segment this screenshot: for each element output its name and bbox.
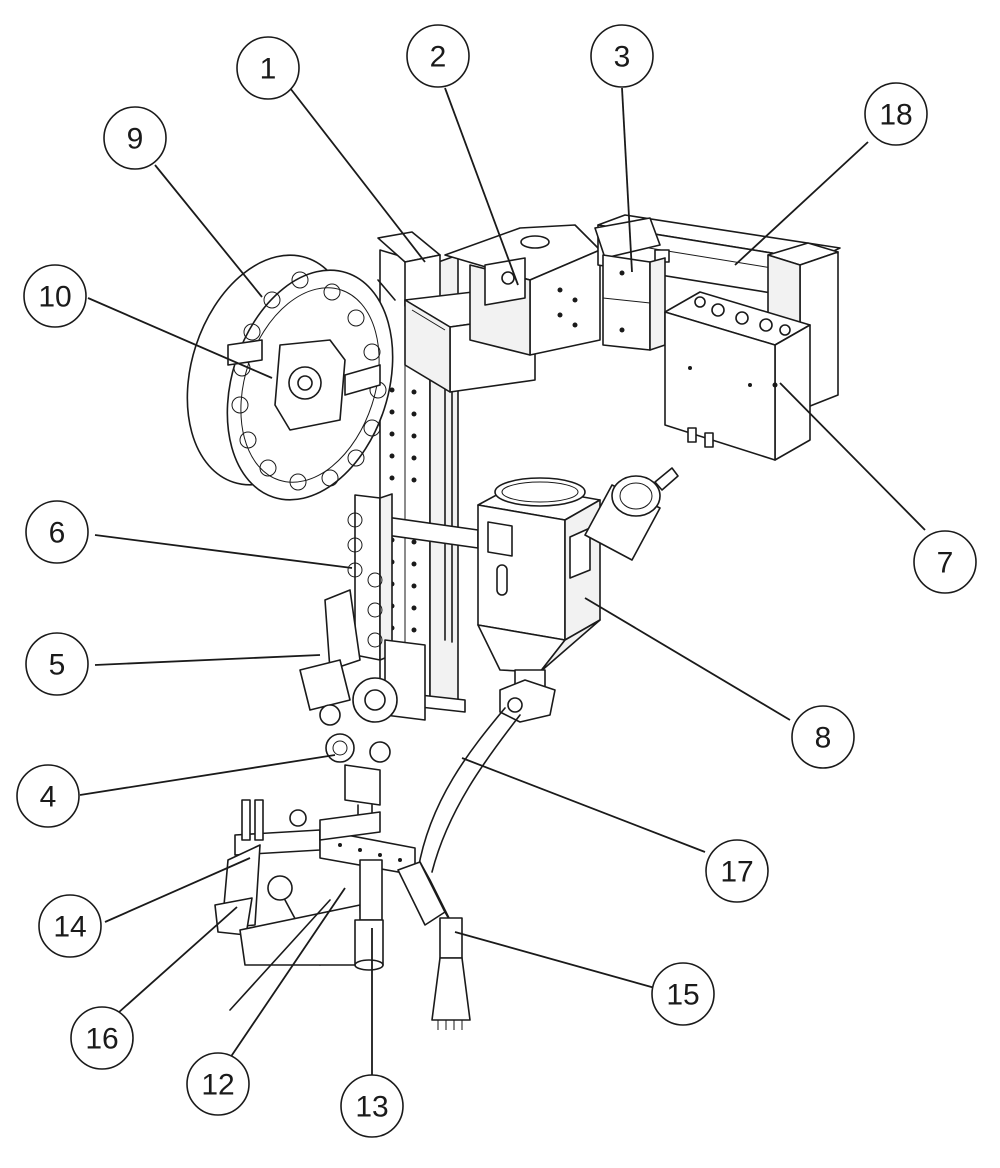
callout-9-label: 9 <box>127 123 144 156</box>
leader-1 <box>289 87 426 263</box>
leader-6 <box>94 534 353 569</box>
leader-15 <box>454 931 656 989</box>
callout-4-label: 4 <box>40 781 57 814</box>
hopper <box>477 477 601 689</box>
leader-16 <box>117 906 238 1014</box>
callout-15-label: 15 <box>666 979 699 1012</box>
control-box <box>664 291 811 461</box>
torch-body <box>354 859 384 971</box>
callout-17: 17 <box>705 839 769 903</box>
leader-10 <box>87 297 273 379</box>
powder-hose <box>417 707 521 873</box>
callout-8-label: 8 <box>815 722 832 755</box>
side-guide-shield <box>214 844 363 1011</box>
callout-6: 6 <box>25 500 89 564</box>
hopper-inlet-tube <box>584 467 679 561</box>
callout-7-label: 7 <box>937 547 954 580</box>
hopper-valve <box>499 679 556 723</box>
callout-13: 13 <box>340 1074 404 1138</box>
callout-4: 4 <box>16 764 80 828</box>
callout-16: 16 <box>70 1006 134 1070</box>
callout-1-label: 1 <box>260 53 277 86</box>
arm-housing <box>444 224 601 356</box>
callout-1: 1 <box>236 36 300 100</box>
callout-5: 5 <box>25 632 89 696</box>
callout-13-label: 13 <box>355 1091 388 1124</box>
callout-6-label: 6 <box>49 517 66 550</box>
machine-drawing <box>186 214 841 1030</box>
leader-5 <box>94 654 321 666</box>
callout-17-label: 17 <box>720 856 753 889</box>
callout-7: 7 <box>913 530 977 594</box>
callout-3-label: 3 <box>614 41 631 74</box>
callout-3: 3 <box>590 24 654 88</box>
callout-5-label: 5 <box>49 649 66 682</box>
callout-12-label: 12 <box>201 1069 234 1102</box>
leader-8 <box>584 597 791 721</box>
callout-8: 8 <box>791 705 855 769</box>
callout-10: 10 <box>23 264 87 328</box>
leader-lines <box>79 87 926 1075</box>
callout-14: 14 <box>38 894 102 958</box>
leader-14 <box>104 857 251 923</box>
leader-3 <box>621 87 633 273</box>
callout-2-label: 2 <box>430 41 447 74</box>
callout-15: 15 <box>651 962 715 1026</box>
leader-18 <box>734 141 869 266</box>
wire-feed-drive <box>299 493 426 831</box>
callout-16-label: 16 <box>85 1023 118 1056</box>
leader-7 <box>779 382 926 531</box>
callouts: 1 2 3 4 5 6 7 8 <box>16 24 977 1138</box>
carriage-block <box>602 254 666 351</box>
leader-9 <box>154 164 263 298</box>
callout-12: 12 <box>186 1052 250 1116</box>
leader-12 <box>229 887 346 1059</box>
wire-spool <box>186 254 396 501</box>
leader-4 <box>79 754 336 796</box>
fume-nozzle <box>397 861 471 1030</box>
callout-18: 18 <box>864 82 928 146</box>
callout-9: 9 <box>103 106 167 170</box>
linear-actuator-beam <box>594 214 841 301</box>
callout-14-label: 14 <box>53 911 86 944</box>
leader-17 <box>461 757 706 853</box>
callout-18-label: 18 <box>879 99 912 132</box>
leader-2 <box>444 87 519 286</box>
callout-2: 2 <box>406 24 470 88</box>
callout-10-label: 10 <box>38 281 71 314</box>
